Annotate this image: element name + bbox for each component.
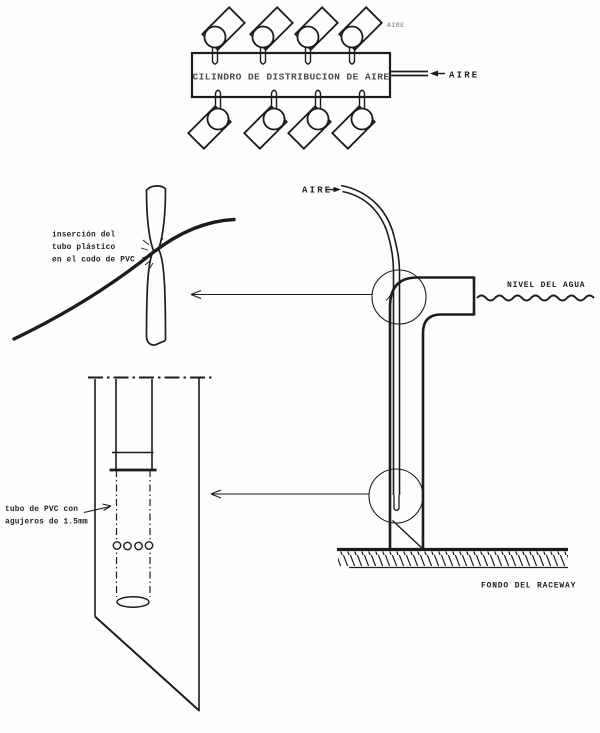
air-diffuser [198,6,246,54]
magnifier-circle-bottom [368,468,424,524]
manifold-title: CILINDRO DE DISTRIBUCION DE AIRE [192,72,389,83]
air-diffuser [291,6,339,54]
raceway-floor [337,547,568,569]
air-distribution-manifold [187,6,445,150]
caption-line: tubo de PVC con [5,506,78,514]
diffuser-stems-bottom [214,89,366,109]
detail-arrow-bottom [210,489,369,499]
diffuser-stem [314,89,322,109]
air-diffuser [187,102,235,150]
air-diffuser [287,102,335,150]
support-diagonal [392,519,424,551]
floor-hatching [338,551,568,566]
floor-label: FONDO DEL RACEWAY [481,582,576,591]
water-wavy-line [476,294,595,302]
air-inlet-label: AIRE [449,71,479,81]
air-diffuser [243,102,291,150]
caption-line: inserción del [52,232,116,240]
aeration-assembly [326,184,595,569]
hole [144,541,154,550]
water-level-label: NIVEL DEL AGUA [507,281,585,290]
air-diffuser [331,102,379,150]
detail-arrow-top [190,289,372,300]
air-diffuser [335,6,383,54]
diffuser-stem [270,89,278,109]
elbow-detail-caption: inserción del tubo plástico en el codo d… [52,232,135,265]
elbow-insertion-detail [12,185,372,346]
tube-housing-outline [94,378,201,712]
diffuser-stem [259,47,267,65]
inner-pvc-tube [109,379,157,608]
caption-line: en el codo de PVC [52,257,135,265]
hole [123,541,132,551]
perforation-holes [112,541,154,551]
diffuser-stem [358,89,366,109]
caption-line: agujeros de 1.5mm [5,519,88,527]
air-inlet-pipe [391,70,428,77]
manifold-body [190,51,392,99]
plastic-tube-curve [12,217,236,341]
pvc-elbow-cylinder [145,185,167,346]
pvc-pipe-elbow [388,276,476,549]
diffuser-stems-top [211,47,356,65]
hole [112,541,122,550]
air-tube-tip [393,495,400,512]
diffuser-stem [214,89,222,109]
caption-line: tubo plástico [52,244,116,252]
air-label: AIRE [302,186,332,196]
tube-bottom-ellipse [116,596,150,608]
diffuser-stem [211,47,219,65]
magnifier-circle-top [371,269,427,325]
tube-detail-caption: tubo de PVC con agujeros de 1.5mm [5,506,88,527]
air-diffuser [246,6,294,54]
hole [134,541,143,551]
corner-label: AIRE [387,22,405,29]
diffuser-stem [348,47,356,65]
perforated-tube-detail [83,376,369,712]
air-inlet-arrow [430,70,445,77]
tube-caption-arrow [83,503,112,514]
air-arrow [326,186,341,193]
diffuser-stem [304,47,312,65]
